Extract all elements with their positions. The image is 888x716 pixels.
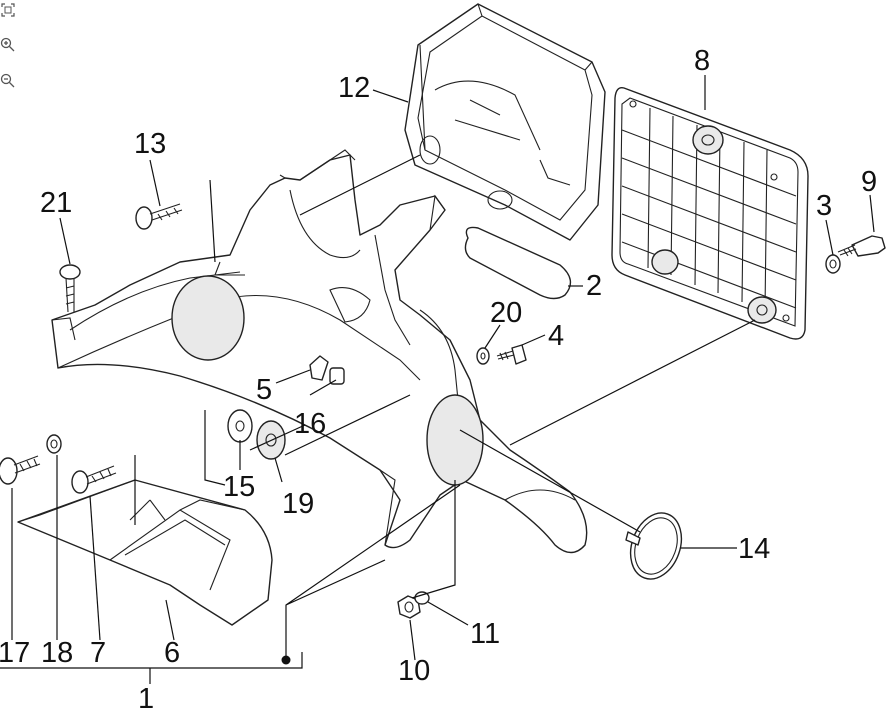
washer-11[interactable]: [414, 591, 430, 605]
callout-13: 13: [134, 128, 166, 160]
callout-9: 9: [861, 166, 877, 198]
fit-to-page-icon[interactable]: [0, 2, 16, 18]
callout-7: 7: [90, 637, 106, 669]
callout-14: 14: [738, 533, 770, 565]
callout-17: 17: [0, 637, 30, 669]
splash-guard[interactable]: [17, 479, 273, 626]
washer-3[interactable]: [825, 254, 841, 274]
screw-9[interactable]: [837, 235, 886, 257]
screw-7[interactable]: [71, 465, 117, 494]
zoom-out-icon[interactable]: [0, 73, 16, 89]
callout-1: 1: [138, 683, 154, 715]
callout-6: 6: [164, 637, 180, 669]
callout-19: 19: [282, 488, 314, 520]
rear-mudguard-bracket[interactable]: [51, 149, 588, 554]
nut-10[interactable]: [397, 595, 421, 619]
screw-13[interactable]: [135, 203, 183, 230]
screw-4[interactable]: [496, 344, 527, 365]
callout-16: 16: [294, 408, 326, 440]
callout-4: 4: [548, 320, 564, 352]
callout-20: 20: [490, 297, 522, 329]
callout-12: 12: [338, 72, 370, 104]
reflector-lens[interactable]: [464, 226, 572, 300]
spacer-16[interactable]: [329, 367, 345, 385]
zoom-in-icon[interactable]: [0, 37, 16, 53]
license-plate-holder[interactable]: [611, 87, 809, 340]
round-reflector[interactable]: [622, 506, 690, 586]
callout-3: 3: [816, 190, 832, 222]
callout-18: 18: [41, 637, 73, 669]
callout-8: 8: [694, 45, 710, 77]
screw-21[interactable]: [59, 264, 81, 313]
callout-10: 10: [398, 655, 430, 687]
callout-21: 21: [40, 187, 72, 219]
screw-17[interactable]: [0, 455, 41, 485]
clip-5[interactable]: [309, 355, 329, 381]
washer-18[interactable]: [46, 434, 62, 454]
washer-15[interactable]: [227, 409, 253, 443]
callout-11: 11: [470, 618, 500, 650]
washer-20[interactable]: [476, 347, 490, 365]
callout-labels: 1 2 3 4 5 6 7 8 9 10 11 12 13 14 15 16 1…: [0, 45, 877, 715]
tail-light-housing[interactable]: [404, 3, 606, 241]
callout-15: 15: [223, 471, 255, 503]
callout-2: 2: [586, 270, 602, 302]
leader-lines: [0, 75, 875, 684]
callout-5: 5: [256, 374, 272, 406]
